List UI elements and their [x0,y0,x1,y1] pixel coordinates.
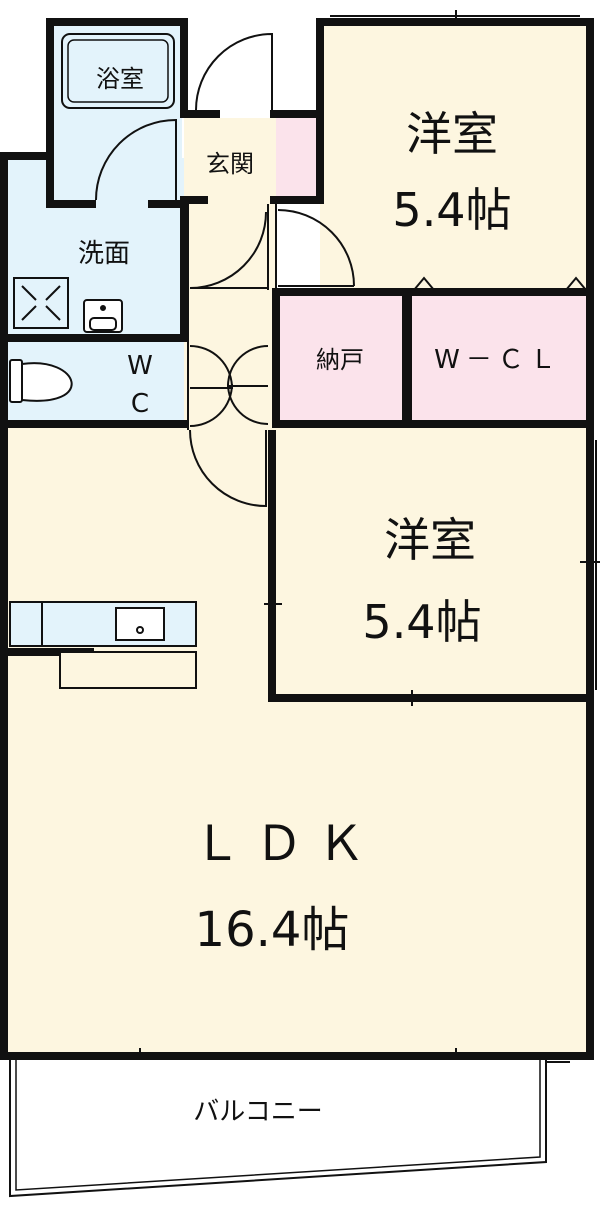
storage-area [280,296,406,424]
washing-machine-space [13,277,69,329]
toilet [9,359,73,403]
balcony-outline [9,1060,547,1198]
bath-label: 浴室 [96,65,144,93]
washroom-label: 洗面 [78,239,130,269]
western-room-top-size: 5.4帖 [392,183,511,237]
western-room-mid-name: 洋室 [384,513,476,567]
kitchen-counter [9,601,197,689]
walk-in-closet-area [412,296,586,424]
wc-label-line2: C [131,389,149,419]
entrance-step [276,118,320,200]
western-room-top-name: 洋室 [406,107,498,161]
vanity-sink [83,299,123,333]
bathtub-inner [67,39,169,103]
bathtub [61,33,175,109]
wc-label-line1: W [127,351,153,381]
western-room-top-area [320,26,586,290]
entrance-label: 玄関 [206,150,254,178]
partitions [187,204,586,430]
hallway-area [184,118,276,438]
doors [95,32,587,508]
walk-in-closet-label: W－ＣＬ [434,345,562,375]
western-room-mid-size: 5.4帖 [362,595,481,649]
ldk-size: 16.4帖 [195,902,350,958]
balcony-label: バルコニー [193,1097,322,1127]
storage-label: 納戸 [316,346,364,374]
western-room-mid-area [276,430,586,696]
ldk-name: ＬＤＫ [193,816,379,872]
